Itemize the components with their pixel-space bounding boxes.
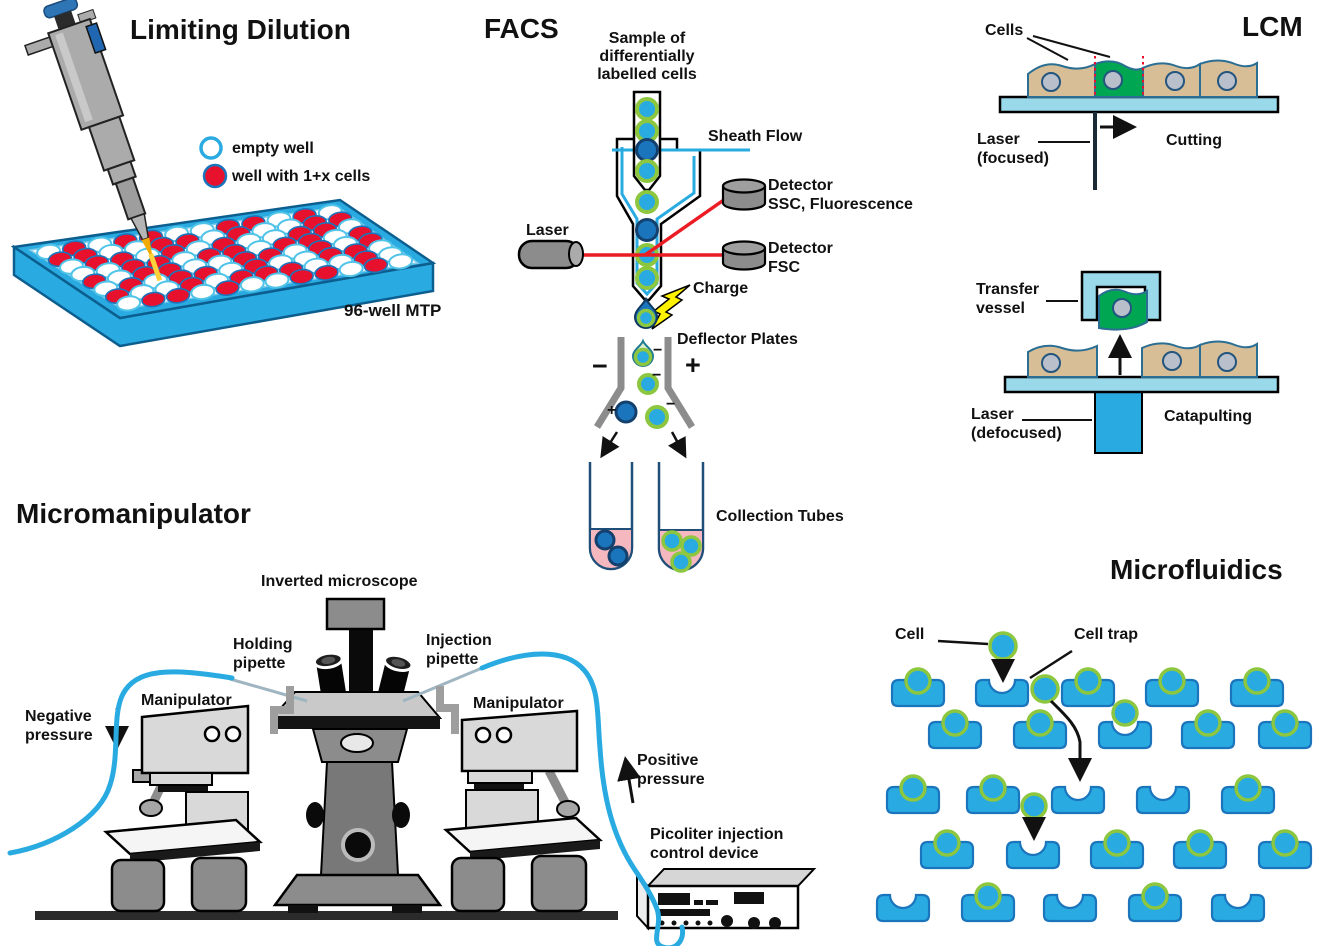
mf-cell-label: Cell: [895, 626, 925, 643]
facs-sample-label: Sample of differentially labelled cells: [597, 30, 697, 83]
left-manipulator-icon: [103, 704, 263, 913]
deflector-plus-sign: +: [685, 350, 701, 380]
laser-focused-label: Laser (focused): [977, 131, 1049, 167]
collection-tubes-label: Collection Tubes: [716, 508, 844, 525]
limiting-dilution-title: Limiting Dilution: [130, 14, 351, 45]
droplet-minus-sign: −: [653, 342, 663, 359]
microfluidics-figure: [875, 631, 1313, 923]
manipulator-right-label: Manipulator: [473, 695, 564, 712]
lcm-title: LCM: [1242, 11, 1303, 42]
sheath-flow-label: Sheath Flow: [708, 128, 803, 145]
mf-cell-trap-label: Cell trap: [1074, 626, 1139, 643]
facs-title: FACS: [484, 13, 559, 44]
defocused-laser-icon: [1094, 389, 1143, 454]
negative-pressure-tube-icon: [7, 669, 235, 856]
negative-pressure-label: Negative pressure: [25, 708, 93, 744]
holding-pipette-label: Holding pipette: [233, 636, 293, 672]
cutting-label: Cutting: [1166, 132, 1222, 149]
deflector-plates-label: Deflector Plates: [677, 331, 798, 348]
plate-label: 96-well MTP: [344, 301, 442, 320]
detector-fsc-icon: [721, 240, 767, 271]
laser-defocused-label: Laser (defocused): [971, 406, 1062, 442]
cell-minus-sign: −: [652, 367, 662, 384]
micromanipulator-figure: [7, 597, 817, 946]
legend-empty-well-label: empty well: [232, 140, 314, 157]
detector-fsc-label: Detector FSC: [768, 240, 833, 276]
deflector-minus-sign: −: [592, 351, 608, 381]
microtiter-plate-figure: [10, 198, 437, 348]
charge-label: Charge: [693, 280, 749, 297]
holding-pipette-icon: [229, 677, 308, 703]
charge-bolt-icon: [651, 284, 691, 330]
detector-ssc-icon: [721, 178, 767, 211]
transfer-vessel-label: Transfer vessel: [976, 281, 1040, 317]
micromanipulator-title: Micromanipulator: [16, 498, 251, 529]
pipette-figure: [24, 0, 163, 282]
legend-empty-well-icon: [199, 136, 223, 160]
picoliter-device-label: Picoliter injection control device: [650, 826, 784, 862]
detector-ssc-label: Detector SSC, Fluorescence: [768, 177, 913, 213]
lcm-cutting-figure: [998, 35, 1280, 190]
cell-plus-sign: +: [607, 402, 617, 419]
focused-laser-beam-icon: [1093, 112, 1097, 190]
legend-filled-well-label: well with 1+x cells: [232, 168, 371, 185]
catapulting-label: Catapulting: [1164, 408, 1252, 425]
laser-label: Laser: [526, 222, 569, 239]
legend-filled-well-icon: [202, 163, 228, 189]
right-manipulator-icon: [443, 709, 603, 913]
inverted-microscope-icon: [269, 597, 443, 913]
cell-minus-sign-2: −: [666, 396, 676, 413]
lcm-cells-label: Cells: [985, 22, 1024, 39]
injection-pipette-icon: [402, 666, 483, 703]
lcm-catapulting-figure: [1003, 270, 1280, 454]
facs-flow-cell-figure: [517, 90, 767, 573]
manipulator-left-label: Manipulator: [141, 692, 232, 709]
positive-pressure-label: Positive pressure: [637, 752, 705, 788]
microfluidics-title: Microfluidics: [1110, 554, 1283, 585]
inverted-microscope-label: Inverted microscope: [261, 573, 418, 590]
injection-pipette-label: Injection pipette: [426, 632, 492, 668]
picoliter-injection-control-device-icon: [636, 868, 817, 931]
positive-pressure-arrow: [617, 756, 641, 804]
